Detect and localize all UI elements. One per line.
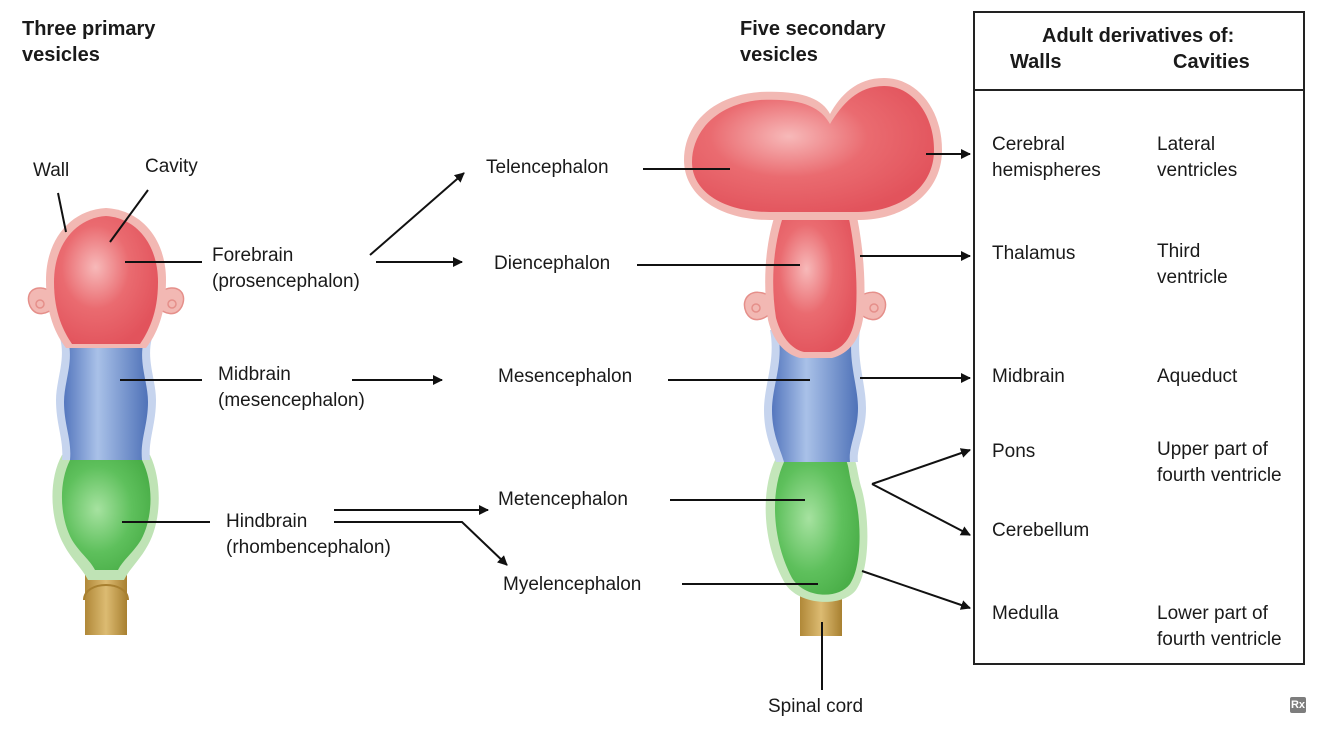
primary-heading-line1: Three primary	[22, 18, 156, 40]
secondary-heading-line2: vesicles	[740, 44, 818, 66]
wall-leader	[57, 192, 67, 233]
diencephalon-shape	[773, 214, 857, 352]
primary-vesicles-figure	[27, 208, 185, 635]
telencephalon-label: Telencephalon	[486, 157, 609, 178]
forebrain-label: Forebrain	[212, 245, 294, 266]
cavity-lateral-line2: ventricles	[1157, 160, 1238, 181]
wall-pons: Pons	[992, 441, 1036, 462]
hindbrain-cavity-shape	[61, 460, 151, 570]
cavity-lower-fourth-line2: fourth ventricle	[1157, 629, 1282, 650]
wall-label: Wall	[33, 160, 70, 181]
metencephalon-shape	[774, 456, 860, 595]
wall-thalamus: Thalamus	[992, 243, 1076, 264]
forebrain-cavity-shape	[54, 216, 158, 344]
arrow-to-telencephalon	[369, 172, 465, 256]
cavity-third-line2: ventricle	[1157, 267, 1228, 288]
telencephalon-shape	[692, 86, 934, 212]
cavities-column-header: Cavities	[1173, 51, 1250, 73]
wall-cerebral-line2: hemispheres	[992, 160, 1101, 181]
midbrain-sublabel: (mesencephalon)	[218, 390, 365, 411]
midbrain-label: Midbrain	[218, 364, 291, 385]
hindbrain-sublabel: (rhombencephalon)	[226, 537, 391, 558]
arrows	[334, 149, 971, 610]
derivatives-table	[973, 11, 1305, 665]
mesencephalon-shape	[772, 334, 858, 462]
wall-medulla: Medulla	[992, 603, 1059, 624]
secondary-vesicles-figure	[684, 78, 942, 636]
cavity-upper-fourth-line2: fourth ventricle	[1157, 465, 1282, 486]
diencephalon-label: Diencephalon	[494, 253, 611, 274]
metencephalon-label: Metencephalon	[498, 489, 628, 510]
myelencephalon-label: Myelencephalon	[503, 574, 642, 595]
wall-cerebellum: Cerebellum	[992, 520, 1090, 541]
table-header-divider	[973, 89, 1305, 91]
hindbrain-label: Hindbrain	[226, 511, 308, 532]
wall-midbrain: Midbrain	[992, 366, 1065, 387]
rx-logo-icon: Rx	[1290, 697, 1306, 713]
table-title: Adult derivatives of:	[1042, 25, 1235, 47]
primary-heading-line2: vesicles	[22, 44, 100, 66]
leader-lines	[57, 168, 823, 690]
arrow-to-myelencephalon	[334, 521, 508, 566]
walls-column-header: Walls	[1010, 51, 1062, 73]
cavity-lower-fourth-line1: Lower part of	[1157, 603, 1268, 624]
arrow-to-pons	[871, 448, 971, 485]
secondary-heading-line1: Five secondary	[740, 18, 886, 40]
cavity-aqueduct: Aqueduct	[1157, 366, 1238, 387]
arrow-to-medulla	[861, 570, 971, 610]
cavity-third-line1: Third	[1157, 241, 1201, 262]
forebrain-sublabel: (prosencephalon)	[212, 271, 360, 292]
cavity-label: Cavity	[145, 156, 198, 177]
midbrain-cavity-shape	[64, 340, 148, 460]
mesencephalon-label: Mesencephalon	[498, 366, 633, 387]
cavity-lateral-line1: Lateral	[1157, 134, 1216, 155]
wall-cerebral-line1: Cerebral	[992, 134, 1065, 155]
arrow-to-cerebellum	[871, 483, 971, 536]
cavity-upper-fourth-line1: Upper part of	[1157, 439, 1268, 460]
cavity-leader	[109, 189, 149, 243]
spinal-cord-label: Spinal cord	[768, 696, 864, 717]
